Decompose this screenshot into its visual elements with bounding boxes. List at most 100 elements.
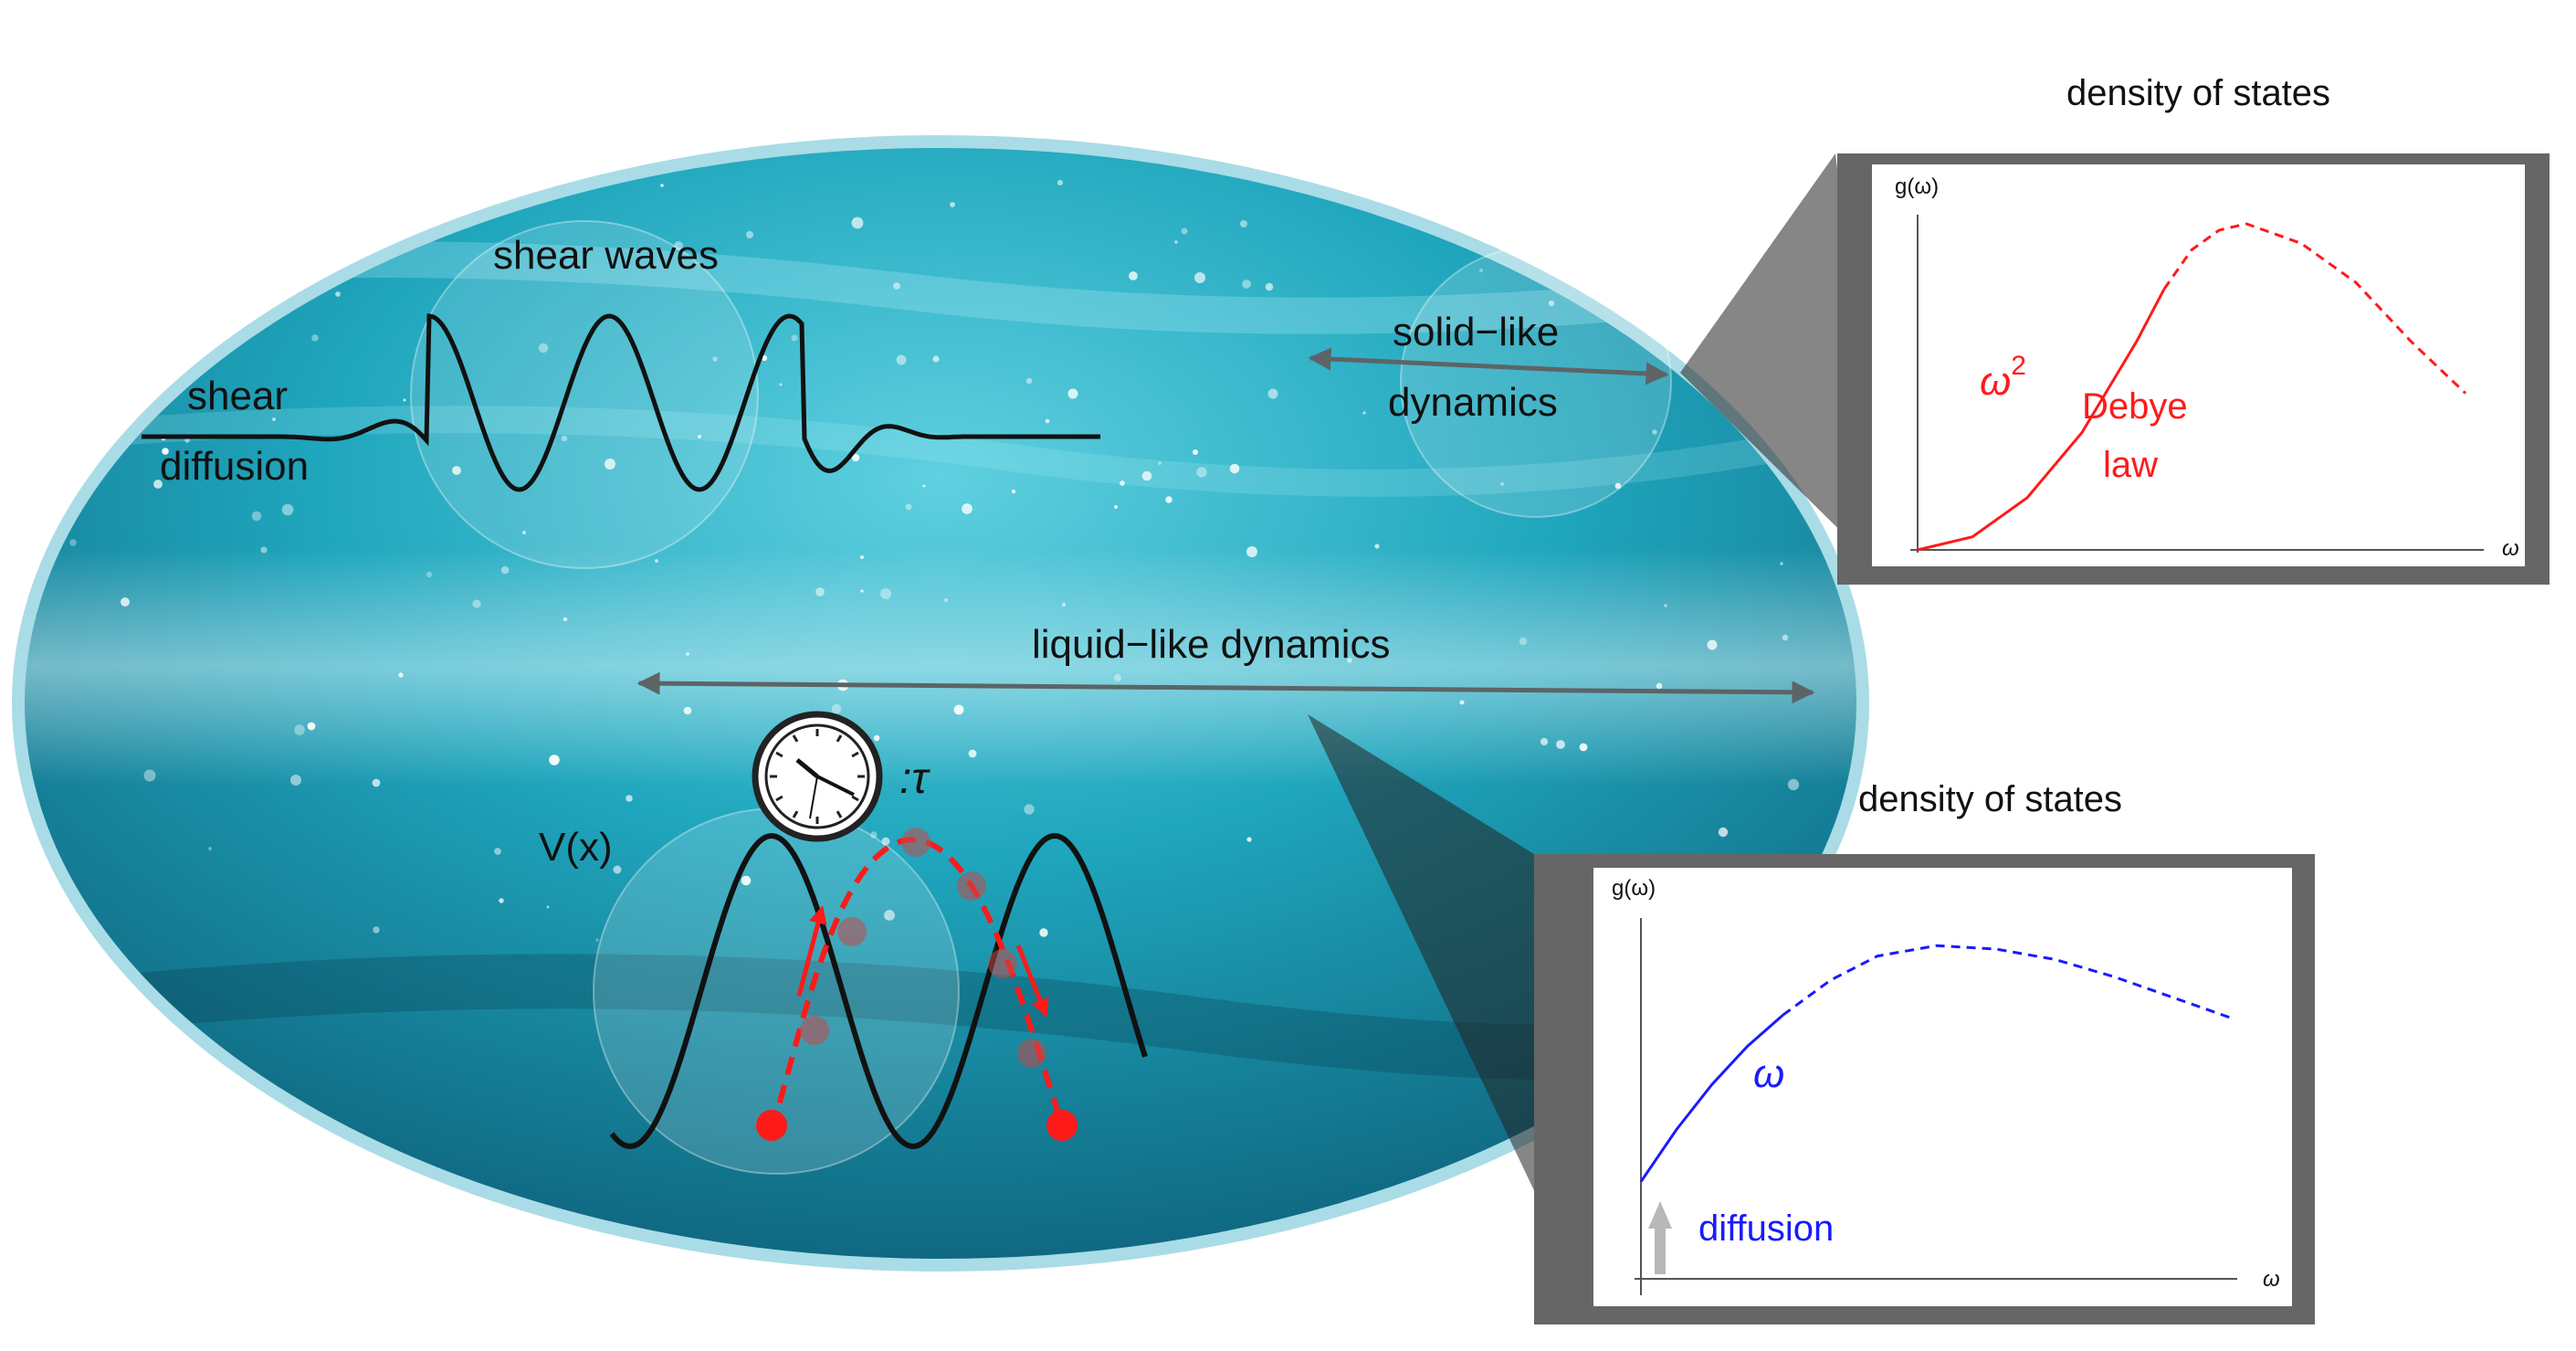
sparkle bbox=[1374, 544, 1380, 549]
sparkle bbox=[1165, 496, 1172, 503]
sparkle bbox=[1061, 602, 1067, 607]
clock-tick bbox=[792, 734, 799, 743]
sparkle bbox=[452, 466, 461, 475]
sparkle bbox=[499, 898, 504, 903]
sparkle bbox=[698, 435, 701, 438]
connector-wedge-bottom bbox=[1308, 714, 1593, 1315]
sparkle bbox=[1656, 682, 1663, 690]
sparkle bbox=[1548, 300, 1555, 307]
label-shear-waves: shear waves bbox=[493, 233, 719, 278]
sparkle bbox=[815, 587, 825, 596]
sparkle bbox=[896, 354, 907, 365]
sparkle bbox=[426, 571, 433, 578]
sparkle bbox=[1707, 639, 1718, 650]
dos-curve-solid-part bbox=[1639, 1014, 1784, 1183]
solid-like-arrow bbox=[1308, 347, 1669, 385]
sparkle bbox=[208, 847, 212, 850]
shear-wave-curve bbox=[142, 313, 1100, 492]
annotation-omega: ω bbox=[1753, 1051, 1784, 1096]
clock-tick bbox=[792, 810, 799, 818]
sparkle bbox=[311, 334, 319, 342]
sparkle bbox=[932, 355, 940, 363]
sparkle bbox=[1129, 271, 1138, 280]
sparkle bbox=[870, 831, 878, 839]
potential-curve bbox=[609, 832, 1148, 1150]
sparkle bbox=[943, 597, 949, 603]
dos-curve-solid-part bbox=[1917, 288, 2166, 552]
sparkle bbox=[1158, 461, 1162, 465]
sparkle bbox=[1141, 470, 1152, 481]
sparkle bbox=[373, 926, 380, 934]
y-label-solid: g(ω) bbox=[1895, 174, 1939, 199]
sparkle bbox=[1519, 637, 1528, 646]
sparkle bbox=[884, 910, 895, 921]
sparkle bbox=[398, 672, 404, 678]
sparkle bbox=[522, 531, 526, 534]
sparkle bbox=[1362, 411, 1366, 415]
sparkle bbox=[290, 775, 301, 786]
sparkle bbox=[272, 417, 276, 421]
particle-ghost bbox=[988, 949, 1017, 978]
omega-squared-label: ω2 bbox=[1980, 351, 2026, 404]
sparkle bbox=[103, 400, 112, 409]
sparkle bbox=[1780, 562, 1783, 565]
x-label-solid: ω bbox=[2502, 536, 2519, 561]
dos-panel-solid: density of states g(ω) ω ω2 Debye law bbox=[1837, 73, 2550, 585]
clock-tick bbox=[775, 795, 783, 802]
sparkle bbox=[851, 453, 860, 462]
omega-squared-exp: 2 bbox=[2011, 351, 2026, 381]
label-dynamics: dynamics bbox=[1388, 380, 1558, 425]
sparkle bbox=[1556, 740, 1565, 749]
sparkle bbox=[121, 597, 130, 607]
particle bbox=[756, 1110, 787, 1141]
sparkle bbox=[1114, 505, 1118, 509]
sparkle bbox=[613, 865, 622, 874]
sparkle bbox=[950, 202, 955, 207]
sparkle bbox=[294, 724, 305, 735]
sparkle bbox=[372, 778, 381, 787]
sparkle bbox=[260, 546, 268, 554]
sparkle bbox=[922, 484, 926, 488]
sparkle bbox=[712, 356, 718, 362]
sparkle bbox=[1242, 280, 1251, 289]
label-potential: V(x) bbox=[539, 825, 613, 870]
sparkle bbox=[1761, 163, 1768, 170]
sparkle bbox=[791, 334, 798, 342]
sparkle bbox=[1193, 449, 1198, 455]
sparkle bbox=[741, 875, 752, 886]
connector-wedge-top bbox=[1680, 153, 1886, 575]
sparkle bbox=[1246, 546, 1257, 557]
particle-ghost bbox=[800, 1016, 829, 1045]
dos-curve-dashed-part bbox=[2162, 222, 2467, 395]
particle-ghost bbox=[837, 917, 867, 946]
sparkle bbox=[1229, 463, 1240, 474]
sparkle bbox=[94, 353, 100, 358]
sparkle bbox=[171, 360, 178, 367]
sparkle bbox=[851, 216, 864, 229]
sparkle bbox=[1325, 173, 1330, 178]
sparkle bbox=[1540, 737, 1549, 746]
dos-curve-dashed-part bbox=[1782, 944, 2234, 1020]
sparkle bbox=[1039, 928, 1048, 937]
sparkle bbox=[372, 192, 375, 195]
sparkle bbox=[626, 795, 633, 802]
sparkle bbox=[365, 162, 376, 173]
sparkle bbox=[1347, 658, 1352, 663]
particle-ghost bbox=[957, 871, 986, 901]
sparkle bbox=[655, 559, 658, 563]
sparkle bbox=[306, 169, 317, 180]
label-diffusion-left: diffusion bbox=[160, 444, 309, 489]
sparkle bbox=[1614, 482, 1622, 490]
sparkle bbox=[605, 459, 615, 470]
sparkle bbox=[1120, 480, 1125, 486]
sparkle bbox=[595, 938, 599, 942]
particle bbox=[1046, 1110, 1078, 1141]
sparkle bbox=[1500, 482, 1504, 486]
sparkle bbox=[962, 503, 973, 514]
sparkle bbox=[1459, 700, 1465, 705]
sparkle bbox=[831, 703, 842, 714]
sparkle bbox=[1114, 674, 1121, 681]
sparkle bbox=[1025, 377, 1033, 385]
dos-title-solid: density of states bbox=[2066, 73, 2330, 113]
panel-plot-solid bbox=[1872, 164, 2525, 566]
